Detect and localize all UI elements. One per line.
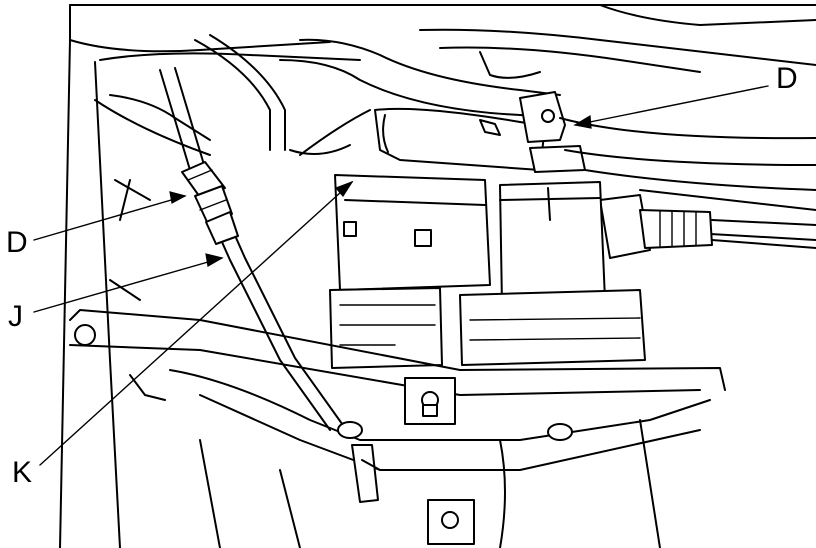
bolt-upper: [404, 377, 456, 425]
arrowhead-k: [334, 180, 354, 197]
callout-d-upper: D: [776, 62, 798, 95]
callout-d-left: D: [6, 226, 28, 259]
arrowhead-d-upper: [573, 114, 592, 129]
bolt-lower: [427, 499, 475, 545]
callout-k: K: [12, 456, 32, 489]
ribbed-hose-right: [599, 194, 816, 259]
upper-hose: [279, 38, 561, 171]
upper-frame: [69, 4, 816, 79]
callout-j: J: [8, 300, 23, 333]
left-strut: [59, 39, 211, 548]
hose-clip-lower: [337, 421, 573, 503]
hose-clamp-upper: [479, 91, 586, 173]
quick-connector-left: [181, 161, 239, 245]
arrowhead-d-left: [169, 191, 187, 204]
fuel-line-left: [159, 34, 346, 431]
leader-lines: [33, 85, 769, 466]
arrowhead-j: [205, 253, 224, 267]
module-right: [459, 181, 646, 366]
canister-left: [329, 174, 491, 369]
